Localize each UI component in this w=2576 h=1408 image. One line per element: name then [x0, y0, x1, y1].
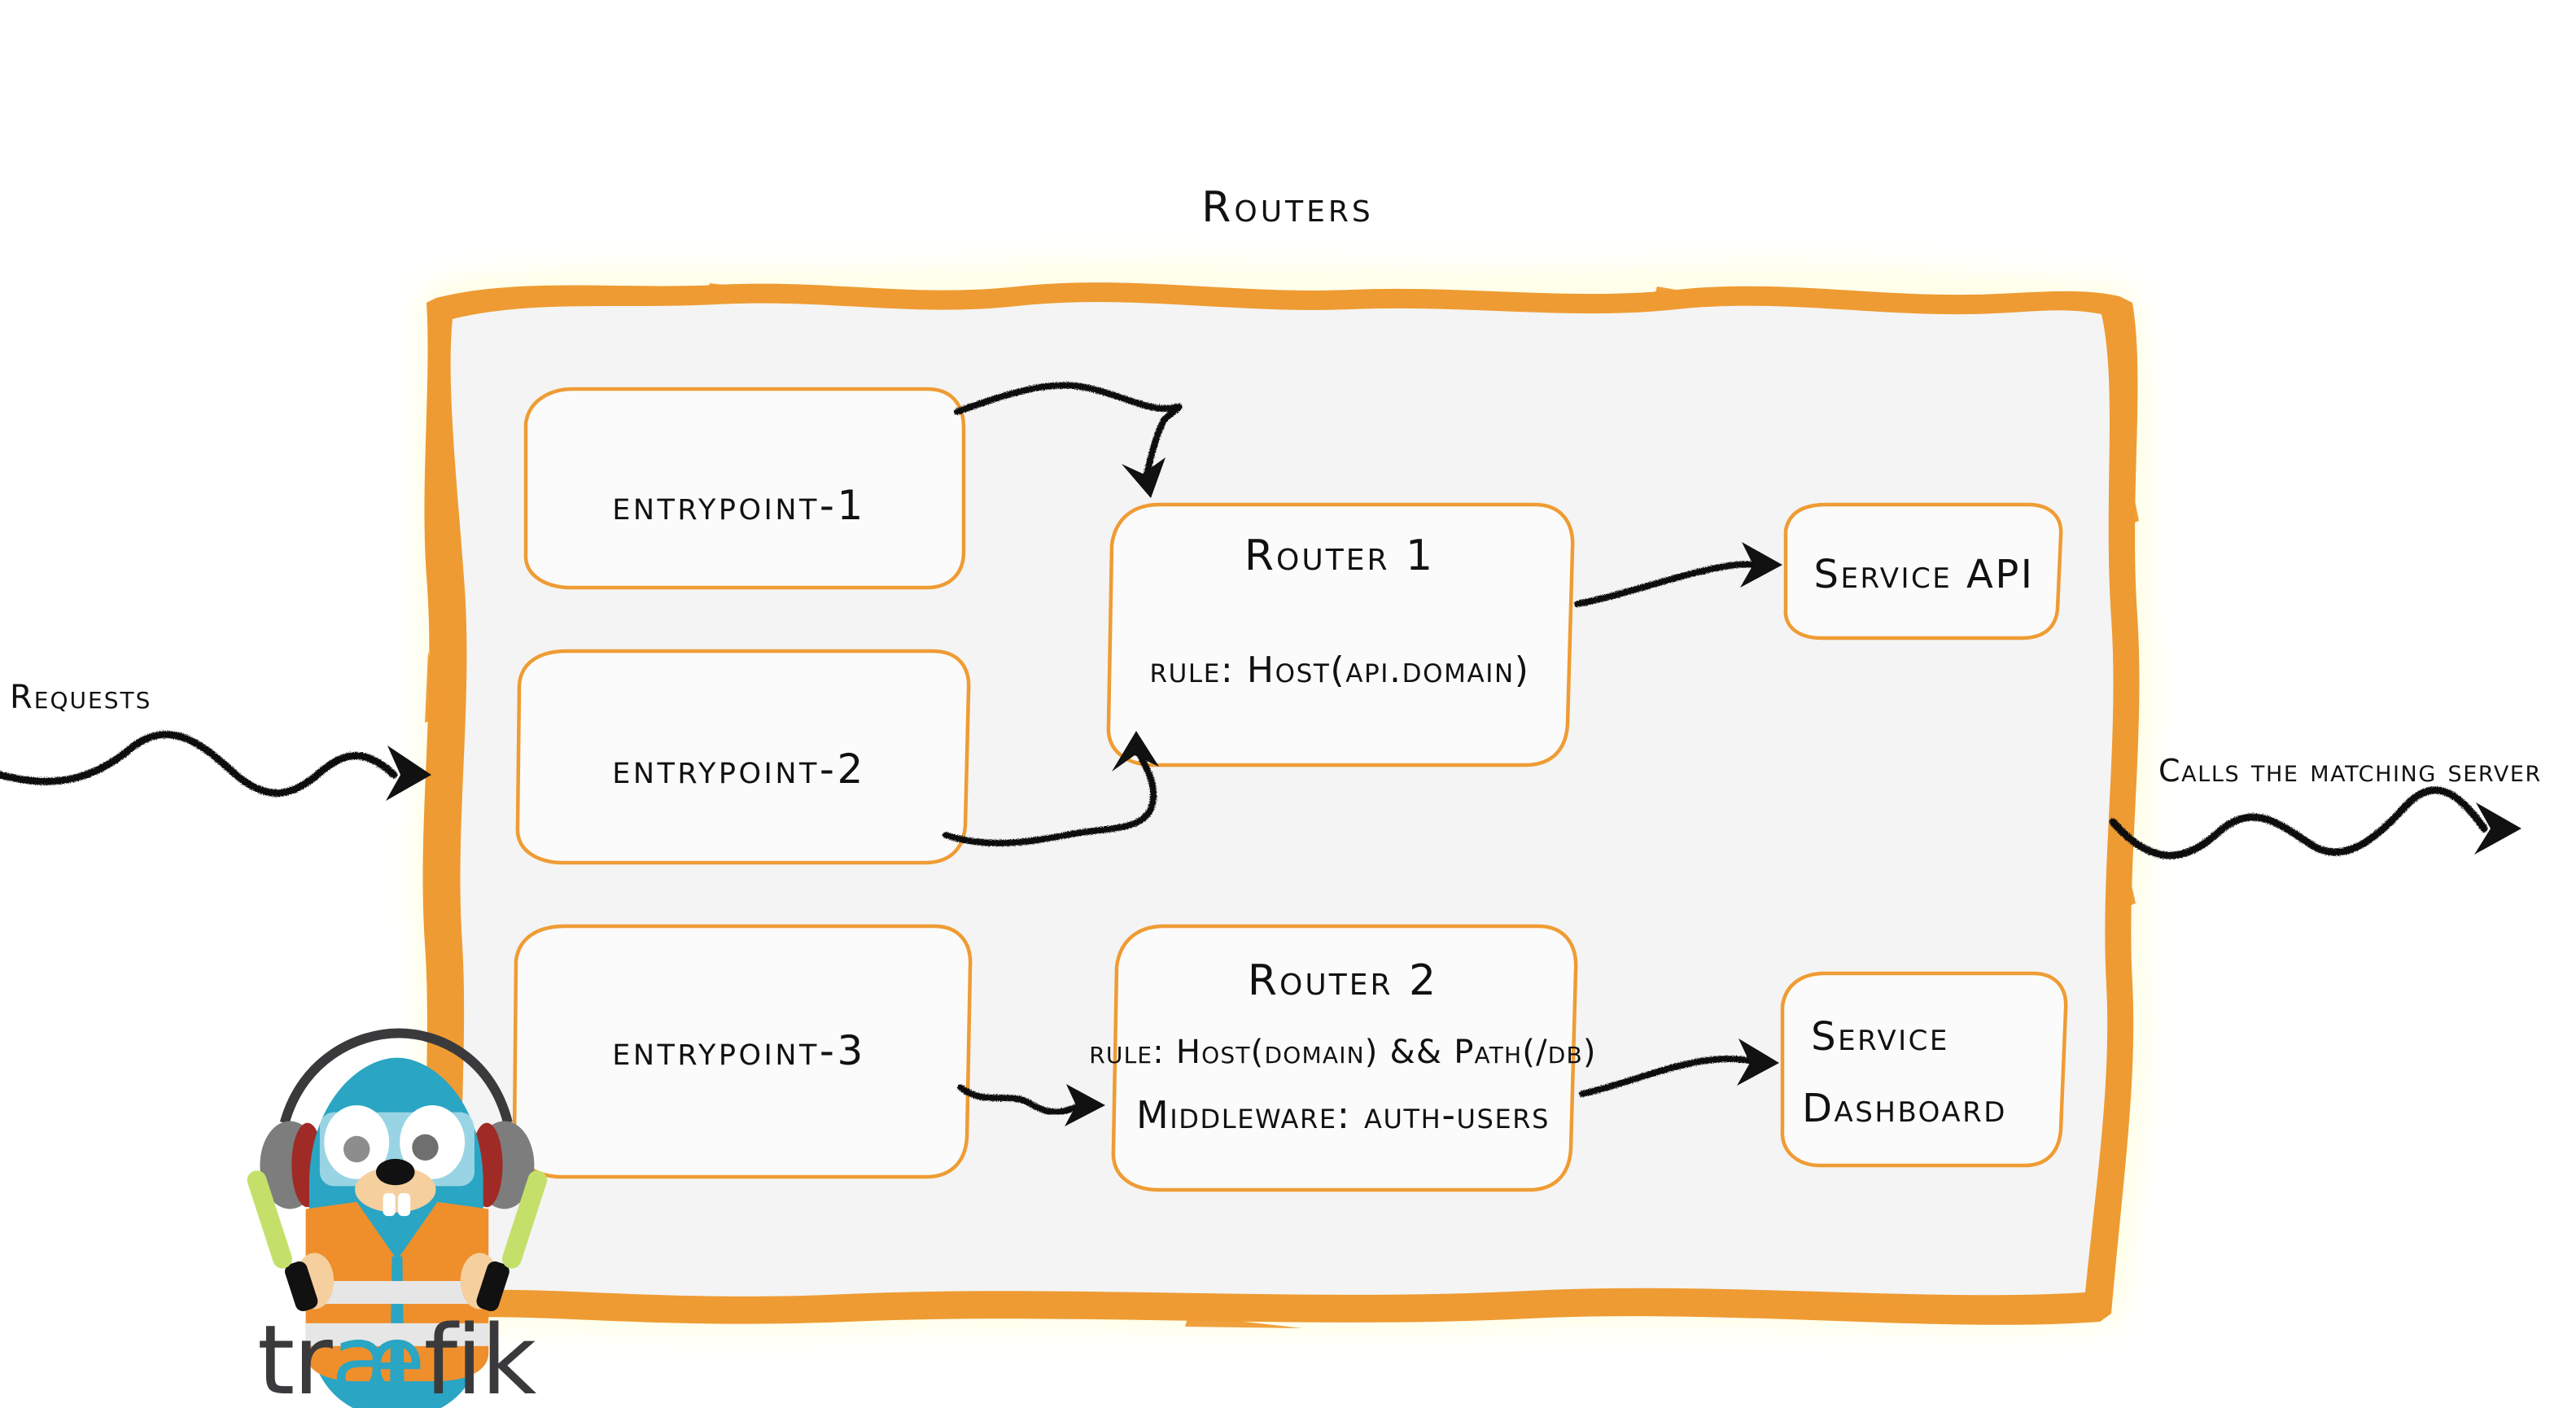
router-1-box[interactable]: Router 1 rule: Host(api.domain): [1106, 502, 1575, 767]
vest-reflective-stripe-1: [305, 1281, 489, 1305]
gopher-left-arm: [247, 1170, 335, 1312]
entrypoint-1-box[interactable]: entrypoint-1: [523, 387, 966, 590]
brush-texture: [425, 283, 2139, 1328]
service-dashboard-box[interactable]: Service Dashboard: [1780, 971, 2068, 1168]
panel-title: Routers: [1201, 183, 1373, 232]
gopher-snout: [355, 1166, 436, 1213]
gopher-tooth-right: [398, 1193, 411, 1217]
arrow-ep1-to-router1: [954, 382, 1183, 498]
vest-reflective-stripe-2: [305, 1323, 489, 1346]
service-api-label: Service API: [1814, 552, 2035, 597]
wordmark-part1: tr: [257, 1304, 333, 1408]
router-2-title: Router 2: [1248, 956, 1438, 1005]
wordmark-ae: æ: [331, 1304, 424, 1408]
wordmark-part2: fik: [424, 1304, 536, 1408]
entrypoint-2-box[interactable]: entrypoint-2: [515, 649, 971, 865]
arrow-router2-to-service-dashboard: [1579, 1039, 1779, 1097]
gopher-tooth-left: [383, 1193, 396, 1217]
entrypoint-2-label: entrypoint-2: [612, 746, 866, 793]
svg-text:træfik: træfik: [257, 1304, 536, 1408]
gopher-right-arm: [460, 1170, 548, 1312]
glow-stick-left-icon: [247, 1170, 292, 1269]
arrow-calls-matching-server: [2109, 786, 2521, 859]
calls-matching-server-label: Calls the matching server: [2158, 753, 2542, 789]
entrypoint-3-label: entrypoint-3: [612, 1027, 866, 1074]
service-dashboard-line2: Dashboard: [1802, 1086, 2007, 1131]
router-2-rule: rule: Host(domain) && Path(/db): [1089, 1034, 1596, 1071]
router-1-title: Router 1: [1244, 531, 1435, 580]
traefik-gopher-logo: [247, 1028, 548, 1408]
glow-stick-right-icon: [501, 1170, 548, 1269]
arrow-ep3-to-router2: [957, 1084, 1105, 1126]
traefik-wordmark: træfik: [257, 1304, 538, 1408]
router-1-rule: rule: Host(api.domain): [1149, 649, 1529, 691]
router-2-middleware: Middleware: auth-users: [1136, 1093, 1550, 1137]
entrypoint-1-label: entrypoint-1: [612, 482, 866, 529]
arrow-requests-in: [0, 731, 431, 801]
service-dashboard-line1: Service: [1811, 1014, 1949, 1060]
service-api-box[interactable]: Service API: [1783, 502, 2063, 641]
requests-label: Requests: [10, 679, 151, 716]
gopher-nose: [376, 1158, 415, 1186]
router-2-box[interactable]: Router 2 rule: Host(domain) && Path(/db)…: [1089, 924, 1596, 1192]
headphone-band-icon: [279, 1028, 513, 1125]
arrow-router1-to-service-api: [1574, 542, 1782, 607]
entrypoint-3-box[interactable]: entrypoint-3: [512, 924, 973, 1179]
arrow-ep2-to-router1: [942, 731, 1159, 846]
